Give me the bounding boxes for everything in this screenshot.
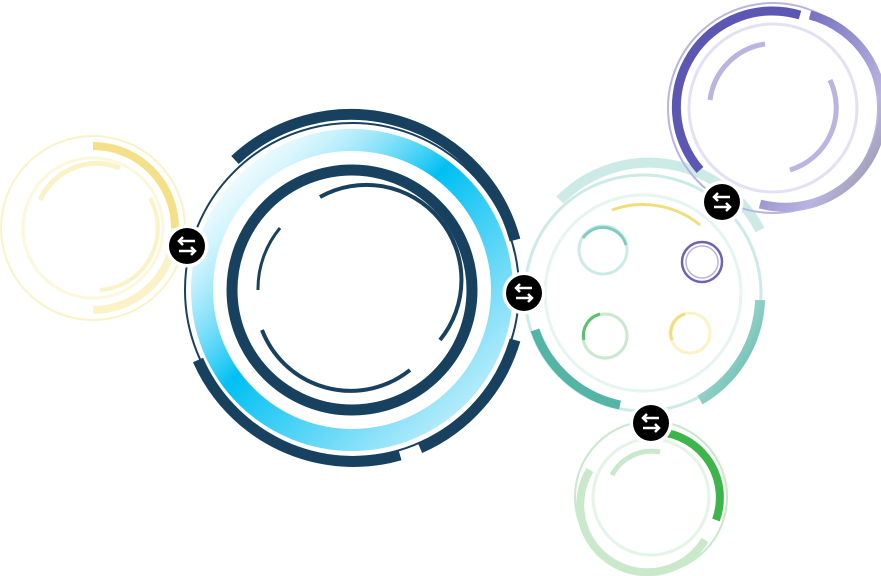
green-dot — [581, 312, 629, 360]
swap-arrows-icon — [169, 228, 205, 264]
teal-ring-outer-arc-right — [697, 299, 765, 405]
yellow-ring-inner-arc-b — [99, 197, 160, 292]
main-ring-inner-arc-c — [256, 227, 282, 291]
connector-teal-green[interactable] — [629, 401, 673, 445]
main-ring-inner-thick — [226, 164, 478, 416]
main-ring-outer-arc-bottom — [192, 357, 402, 467]
purple-ring-inner — [687, 22, 859, 194]
main-ring-inner-arc-a — [319, 182, 464, 342]
main-ring — [184, 108, 521, 467]
connector-main-teal[interactable] — [502, 271, 546, 315]
teal-ring-outer-arc-left — [530, 328, 621, 410]
swap-arrows-icon — [633, 405, 669, 441]
green-ring-arc-strong — [659, 428, 724, 522]
teal-dot — [577, 224, 629, 276]
purple-ring-inner-arc-b — [789, 78, 839, 173]
purple-dot — [680, 240, 724, 284]
yellow-ring-inner — [21, 156, 165, 300]
main-ring-blue-band — [191, 129, 513, 451]
connector-teal-purple[interactable] — [700, 180, 744, 224]
purple-ring — [667, 2, 881, 214]
green-ring-inner-arc — [609, 448, 661, 477]
yellow-ring — [0, 135, 186, 321]
green-ring-inner — [591, 437, 711, 557]
connector-yellow-main[interactable] — [165, 224, 209, 268]
yellow-ring-inner-arc-a — [37, 160, 121, 202]
purple-ring-inner-arc-a — [707, 41, 766, 101]
teal-ring-yellow-accent — [611, 203, 701, 227]
yellow-dot — [668, 311, 712, 355]
yellow-ring-arc-strong — [92, 142, 179, 229]
purple-ring-arc-gradient — [758, 10, 881, 212]
main-ring-outer-arc-top — [231, 108, 521, 242]
main-ring-inner-arc-b — [260, 329, 412, 393]
purple-ring-outer-thin — [667, 2, 879, 214]
green-ring-arc-faint — [576, 467, 709, 576]
swap-arrows-icon — [704, 184, 740, 220]
teal-ring-inner — [543, 193, 743, 393]
main-ring-outer-arc-right — [417, 338, 521, 454]
purple-ring-arc-strong — [671, 6, 802, 173]
swap-arrows-icon — [506, 275, 542, 311]
